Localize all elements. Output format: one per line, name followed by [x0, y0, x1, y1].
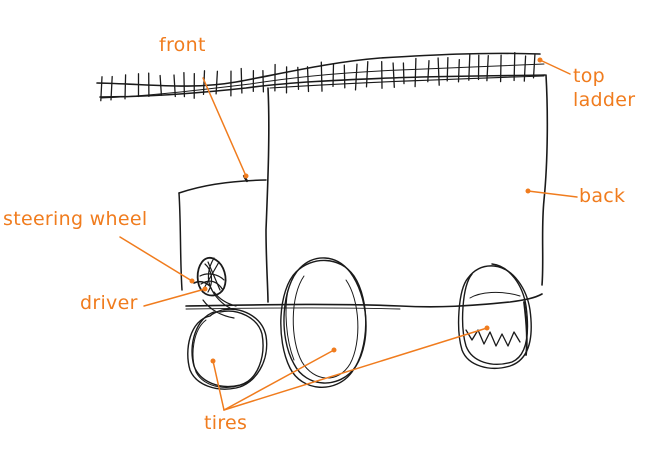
back-tire-drawing: [459, 264, 532, 368]
tire-dot-2: [332, 348, 337, 353]
ladder-rung: [125, 75, 126, 99]
ladder-rung: [403, 63, 404, 84]
ladder-rung: [321, 62, 322, 91]
top-label: top: [573, 67, 605, 87]
back-label: back: [579, 187, 625, 207]
ladder-rung: [263, 71, 264, 92]
tires-label: tires: [204, 414, 247, 434]
ladder-rung: [428, 61, 429, 82]
ladder-rung: [534, 55, 535, 78]
ladder-rung: [184, 73, 185, 97]
ladder-rung: [415, 59, 416, 87]
ladder-rung: [524, 56, 525, 81]
ladder-rung: [514, 53, 515, 81]
ladder-rung: [393, 63, 394, 87]
ladder-label: ladder: [573, 91, 635, 111]
ladder-rung: [438, 58, 439, 85]
driver-leader-line: [144, 289, 205, 306]
tires-leader-line-2: [224, 350, 334, 410]
ladder-rung: [308, 67, 309, 92]
steering-wheel-label: steering wheel: [3, 210, 147, 230]
tire-dot-1: [211, 359, 216, 364]
ladder-rung: [356, 64, 358, 90]
front-label: front: [159, 36, 206, 56]
ladder-rung: [174, 75, 175, 97]
back-box-drawing: [186, 75, 547, 309]
ladder-rung: [487, 56, 488, 81]
driver-dot: [203, 287, 208, 292]
top-ladder-leader-line: [540, 60, 570, 74]
tire-dot-3: [485, 326, 490, 331]
steering-wheel-dot: [190, 279, 195, 284]
ladder-rung: [447, 58, 448, 81]
ladder-rung: [333, 64, 334, 87]
front-tire-drawing: [188, 309, 267, 389]
front-leader-line: [203, 78, 246, 176]
top-ladder-dot: [538, 58, 543, 63]
driver-label: driver: [80, 294, 138, 314]
ladder-rung: [344, 65, 345, 88]
back-dot: [526, 189, 531, 194]
front-dot: [244, 174, 249, 179]
cab-drawing: [179, 176, 266, 290]
middle-tire-drawing: [281, 258, 366, 387]
ladder-drawing: [97, 53, 545, 101]
ladder-rung: [241, 69, 242, 94]
ladder-rung: [160, 76, 161, 96]
back-leader-line: [528, 191, 577, 197]
